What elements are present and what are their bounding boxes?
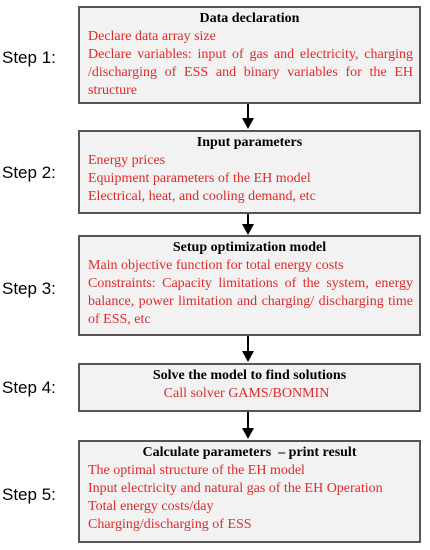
step-1-title: Data declaration: [199, 11, 300, 26]
step-4-label: Step 4:: [2, 378, 56, 397]
step-5-box: Calculate parameters – print result The …: [78, 440, 421, 543]
step-5-title: Calculate parameters – print result: [142, 445, 357, 460]
step-2-title: Input parameters: [196, 135, 303, 150]
arrow-down-icon: [242, 214, 254, 235]
arrow-down-icon: [242, 412, 254, 439]
step-1-label: Step 1:: [2, 48, 56, 67]
step-1-box: Data declaration Declare data array size…: [78, 6, 421, 104]
step-3-item: Constraints: Capacity limitations of the…: [88, 276, 413, 327]
step-3-title: Setup optimization model: [172, 240, 327, 255]
step-5-item: The optimal structure of the EH model: [88, 463, 305, 478]
step-4-item: Call solver GAMS/BONMIN: [163, 386, 330, 401]
step-5-item: Charging/discharging of ESS: [88, 517, 252, 532]
step-1-item: Declare data array size: [88, 29, 216, 44]
step-2-item: Energy prices: [88, 153, 166, 168]
step-3-box: Setup optimization model Main objective …: [78, 235, 421, 336]
step-5-item: Input electricity and natural gas of the…: [88, 481, 383, 496]
arrow-down-icon: [242, 336, 254, 362]
step-2-box: Input parameters Energy prices Equipment…: [78, 130, 421, 214]
step-4-title: Solve the model to find solutions: [152, 368, 347, 383]
step-2-item: Equipment parameters of the EH model: [88, 171, 311, 186]
step-3-label: Step 3:: [2, 279, 56, 298]
step-2-label: Step 2:: [2, 163, 56, 182]
step-1-item: Declare variables: input of gas and elec…: [88, 47, 413, 98]
step-4-box: Solve the model to find solutions Call s…: [78, 363, 421, 412]
step-3-item: Main objective function for total energy…: [88, 258, 344, 273]
arrow-down-icon: [242, 104, 254, 129]
step-2-item: Electrical, heat, and cooling demand, et…: [88, 189, 316, 204]
step-5-item: Total energy costs/day: [88, 499, 214, 514]
step-5-label: Step 5:: [2, 485, 56, 504]
